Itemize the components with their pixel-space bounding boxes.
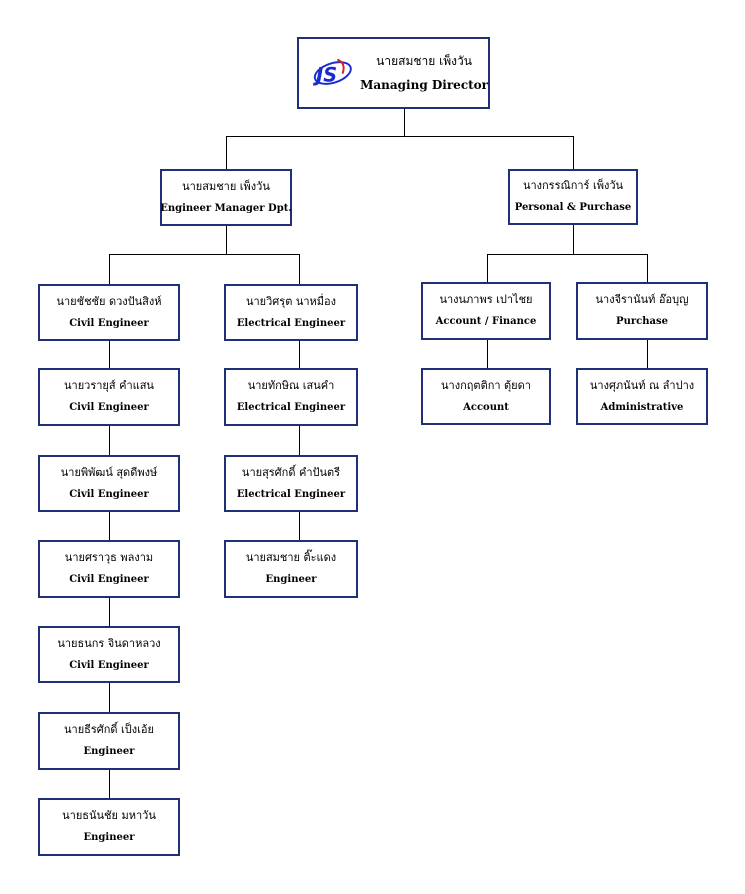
engineer-manager-box: นายสมชาย เพ็งวัน Engineer Manager Dpt. bbox=[160, 169, 292, 226]
person-role: Account / Finance bbox=[435, 316, 537, 327]
logo-text: JS bbox=[312, 63, 337, 86]
engineer-box: นายธีรศักดิ์ เป็งเอ้ย Engineer bbox=[38, 712, 180, 770]
person-name: นายธนกร จินดาหลวง bbox=[57, 636, 161, 650]
person-role: Account bbox=[463, 401, 509, 413]
person-role: Managing Director bbox=[360, 78, 488, 92]
person-role: Engineer bbox=[83, 746, 135, 757]
person-name: นางจีรานันท์ อ๊อบุญ bbox=[595, 293, 689, 306]
person-name: นายสมชาย เพ็งวัน bbox=[376, 54, 472, 68]
purchase-box: นางจีรานันท์ อ๊อบุญ Purchase bbox=[576, 282, 708, 340]
person-name: นายสมชาย เพ็งวัน bbox=[182, 179, 270, 193]
person-role: Civil Engineer bbox=[69, 317, 149, 329]
electrical-engineer-box: นายวิศรุต นาหมื่อง Electrical Engineer bbox=[224, 284, 358, 341]
person-role: Engineer Manager Dpt. bbox=[160, 202, 292, 214]
person-name: นายวรายุส์ คำแสน bbox=[64, 379, 154, 392]
company-logo: JS bbox=[312, 58, 352, 86]
managing-director-box: JS นายสมชาย เพ็งวัน Managing Director bbox=[297, 37, 490, 109]
person-name: นายชัชชัย ดวงปันสิงห์ bbox=[56, 294, 162, 308]
person-name: นายวิศรุต นาหมื่อง bbox=[245, 294, 337, 308]
civil-engineer-box: นายชัชชัย ดวงปันสิงห์ Civil Engineer bbox=[38, 284, 180, 341]
civil-engineer-box: นายวรายุส์ คำแสน Civil Engineer bbox=[38, 368, 180, 426]
person-role: Electrical Engineer bbox=[236, 488, 346, 500]
civil-engineer-box: นายธนกร จินดาหลวง Civil Engineer bbox=[38, 626, 180, 683]
account-finance-box: นางนภาพร เปาไชย Account / Finance bbox=[421, 282, 551, 340]
person-name: นายทักษิณ เสนคำ bbox=[247, 379, 335, 392]
person-name: นางนภาพร เปาไชย bbox=[439, 293, 533, 306]
person-role: Electrical Engineer bbox=[236, 317, 346, 329]
account-box: นางกฤตติกา ตุ้ยดา Account bbox=[421, 368, 551, 425]
electrical-engineer-box: นายทักษิณ เสนคำ Electrical Engineer bbox=[224, 368, 358, 426]
person-name: นางกรรณิการ์ เพ็งวัน bbox=[522, 179, 624, 192]
personal-purchase-box: นางกรรณิการ์ เพ็งวัน Personal & Purchase bbox=[508, 169, 638, 225]
electrical-engineer-box: นายสุรศักดิ์ คำปันตรี Electrical Enginee… bbox=[224, 455, 358, 512]
person-name: นางศุภนันท์ ณ ลำปาง bbox=[589, 378, 695, 392]
civil-engineer-box: นายพิพัฒน์ สุดดีพงษ์ Civil Engineer bbox=[38, 455, 180, 512]
person-name: นายธนันชัย มหาวัน bbox=[62, 809, 156, 822]
person-role: Purchase bbox=[616, 316, 668, 327]
person-role: Electrical Engineer bbox=[236, 402, 346, 413]
person-role: Civil Engineer bbox=[69, 488, 149, 500]
person-name: นายสุรศักดิ์ คำปันตรี bbox=[241, 465, 341, 479]
civil-engineer-box: นายศราวุธ พลงาม Civil Engineer bbox=[38, 540, 180, 598]
person-role: Civil Engineer bbox=[69, 659, 149, 671]
person-name: นายพิพัฒน์ สุดดีพงษ์ bbox=[60, 465, 158, 479]
person-role: Engineer bbox=[83, 832, 135, 843]
person-name: นางกฤตติกา ตุ้ยดา bbox=[441, 378, 531, 392]
person-name: นายธีรศักดิ์ เป็งเอ้ย bbox=[64, 723, 154, 736]
engineer-box: นายสมชาย ติ๊ะแดง Engineer bbox=[224, 540, 358, 598]
person-role: Engineer bbox=[265, 574, 317, 585]
person-name: นายศราวุธ พลงาม bbox=[64, 551, 154, 564]
person-role: Civil Engineer bbox=[69, 402, 149, 413]
engineer-box: นายธนันชัย มหาวัน Engineer bbox=[38, 798, 180, 856]
person-name: นายสมชาย ติ๊ะแดง bbox=[245, 551, 337, 564]
person-role: Personal & Purchase bbox=[514, 202, 632, 213]
administrative-box: นางศุภนันท์ ณ ลำปาง Administrative bbox=[576, 368, 708, 425]
person-role: Administrative bbox=[600, 401, 684, 413]
person-role: Civil Engineer bbox=[69, 574, 149, 585]
